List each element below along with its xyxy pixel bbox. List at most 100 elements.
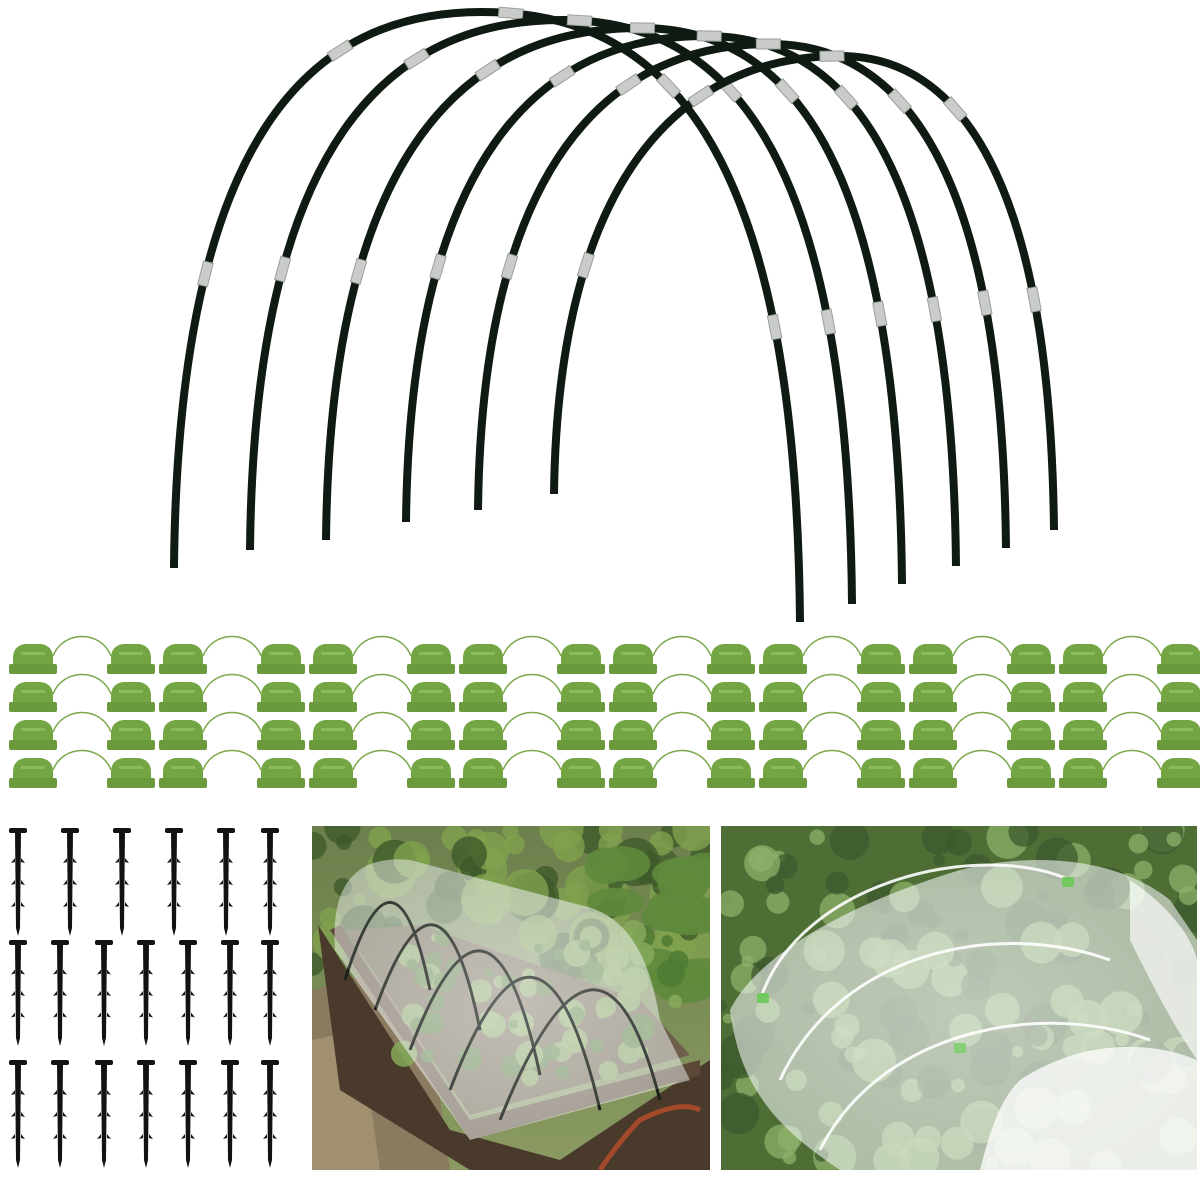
clip-band-icon [1102,749,1162,771]
clip-icon [759,644,807,674]
leaf-icon [945,828,972,856]
clip-icon [159,644,207,674]
clip-band-icon [502,749,562,771]
garden-hoop-icon [322,23,906,585]
leaf-icon [1008,826,1039,847]
leaf-icon [809,829,825,845]
clip-band-icon [502,711,562,733]
clip-icon [759,682,807,712]
clip-icon [557,720,605,750]
garden-hoops [170,6,1058,623]
clip-icon [459,720,507,750]
clip-band-icon [502,635,562,657]
clip-band-icon [1102,673,1162,695]
clip-band-icon [52,673,112,695]
clip-icon [257,682,305,712]
clip-icon [1157,682,1200,712]
clip-icon [459,644,507,674]
clip-icon [9,758,57,788]
ground-stake-icon [9,940,27,1046]
leaf-icon [741,955,754,968]
hoop-connector-icon [403,47,431,71]
leaf-icon [748,846,774,872]
clip-icon [1157,644,1200,674]
leaf-icon [721,1065,734,1091]
clip-band-icon [802,711,862,733]
ground-stake-icon [179,940,197,1046]
clip-icon [909,720,957,750]
hoop-connector-icon [755,38,781,50]
clip-band-icon [52,749,112,771]
hoop-connector-icon [833,84,859,111]
hoop-connector-icon [566,14,593,27]
clip-icon [707,682,755,712]
ground-stake-icon [179,1060,197,1168]
hoop-connector-icon [548,64,576,88]
ground-stake-icon [95,1060,113,1168]
clip-icon [909,682,957,712]
clip-icon [159,758,207,788]
leaf-icon [765,875,785,895]
hoop-connector-icon [349,257,368,285]
ground-stake-icon [137,1060,155,1168]
leaf-icon [584,847,628,885]
clip-icon [1007,644,1055,674]
ground-stake-icon [95,940,113,1046]
leaf-icon [766,890,790,914]
clip-icon [759,720,807,750]
clip-icon [459,758,507,788]
clip-icon [159,682,207,712]
clip-icon [609,758,657,788]
clip-band-icon [952,749,1012,771]
leaf-icon [1166,831,1182,847]
clip-band-icon [952,673,1012,695]
clip-band-icon [52,711,112,733]
clip-icon [557,682,605,712]
leaf-icon [721,999,727,1012]
clip-icon [459,682,507,712]
leaf-icon [641,900,701,932]
leaf-icon [586,887,645,917]
ground-stake-icon [9,1060,27,1168]
leaf-icon [825,871,849,895]
hoop-connector-icon [766,313,783,341]
clip-icon [257,644,305,674]
clip-band-icon [652,711,712,733]
clip-icon [857,644,905,674]
clip-icon [257,758,305,788]
clip-icon [107,682,155,712]
clip-icon [1059,720,1107,750]
ground-stake-icon [221,1060,239,1168]
clip-icon [159,720,207,750]
clip-icon [309,644,357,674]
ground-stake-icon [165,828,183,936]
clip-icon [609,644,657,674]
clip-icon [9,682,57,712]
ground-stake-icon [261,1060,279,1168]
clip-icon [1007,720,1055,750]
clip-icon [9,720,57,750]
clip-icon [1007,682,1055,712]
raised-bed-photo [312,826,710,1170]
hoop-connector-icon [887,88,913,115]
clip-icon [407,720,455,750]
ground-stake-icon [261,940,279,1046]
leaf-icon [721,1092,760,1135]
ground-stake-icon [61,828,79,936]
clip-icon [707,720,755,750]
ground-stake-icon [113,828,131,936]
clip-icon [309,758,357,788]
clip-icon [557,758,605,788]
hoop-connector-icon [872,300,888,328]
leaf-icon [667,862,710,902]
clip-icon [107,644,155,674]
hoop-connector-icon [497,6,524,20]
clip-band-icon [652,749,712,771]
clip-icon [1059,682,1107,712]
clip-icon [909,758,957,788]
leaf-icon [933,854,945,867]
clip-icon [309,720,357,750]
leaf-icon [1128,833,1149,854]
clip-icon [1007,758,1055,788]
